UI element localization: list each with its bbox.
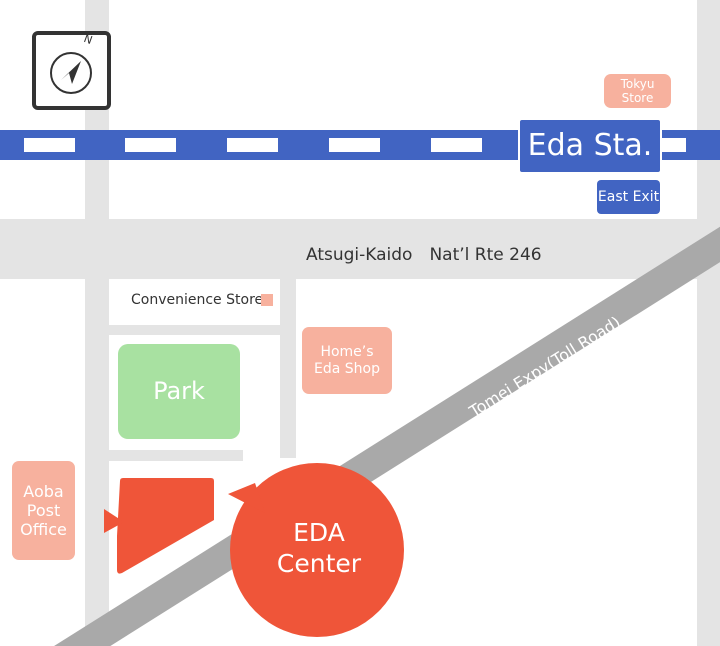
- road-alley-bottom: [109, 450, 243, 461]
- railway-dash: [227, 138, 278, 152]
- eda-center-building: [104, 478, 214, 574]
- station-box: Eda Sta.: [518, 118, 662, 174]
- railway-dash: [125, 138, 176, 152]
- railway-dash: [24, 138, 75, 152]
- road-alley-left: [109, 325, 293, 335]
- east-exit-label: East Exit: [597, 189, 660, 205]
- park: Park: [118, 344, 240, 439]
- station-name: Eda Sta.: [527, 128, 653, 163]
- compass-box: N: [32, 31, 111, 110]
- tokyu-store: Tokyu Store: [604, 74, 671, 108]
- road-vertical-right: [697, 0, 720, 646]
- eda-center-label: EDA Center: [276, 518, 362, 578]
- road-alley-park: [280, 278, 296, 458]
- main-road: [0, 219, 720, 279]
- aoba-post-office: Aoba Post Office: [12, 461, 75, 560]
- convenience-store-label: Convenience Store: [131, 292, 264, 308]
- railway-dash: [662, 138, 686, 152]
- railway-dash: [329, 138, 380, 152]
- railway-dash: [431, 138, 482, 152]
- convenience-store-marker: [261, 294, 273, 306]
- east-exit-box: East Exit: [597, 180, 660, 214]
- compass-north-arrow-icon: [50, 52, 92, 94]
- main-road-label: Atsugi-Kaido Nat’l Rte 246: [306, 245, 542, 265]
- park-label: Park: [153, 377, 205, 405]
- eda-center-pin: [228, 463, 404, 637]
- homes-eda-shop: Home’s Eda Shop: [302, 327, 392, 394]
